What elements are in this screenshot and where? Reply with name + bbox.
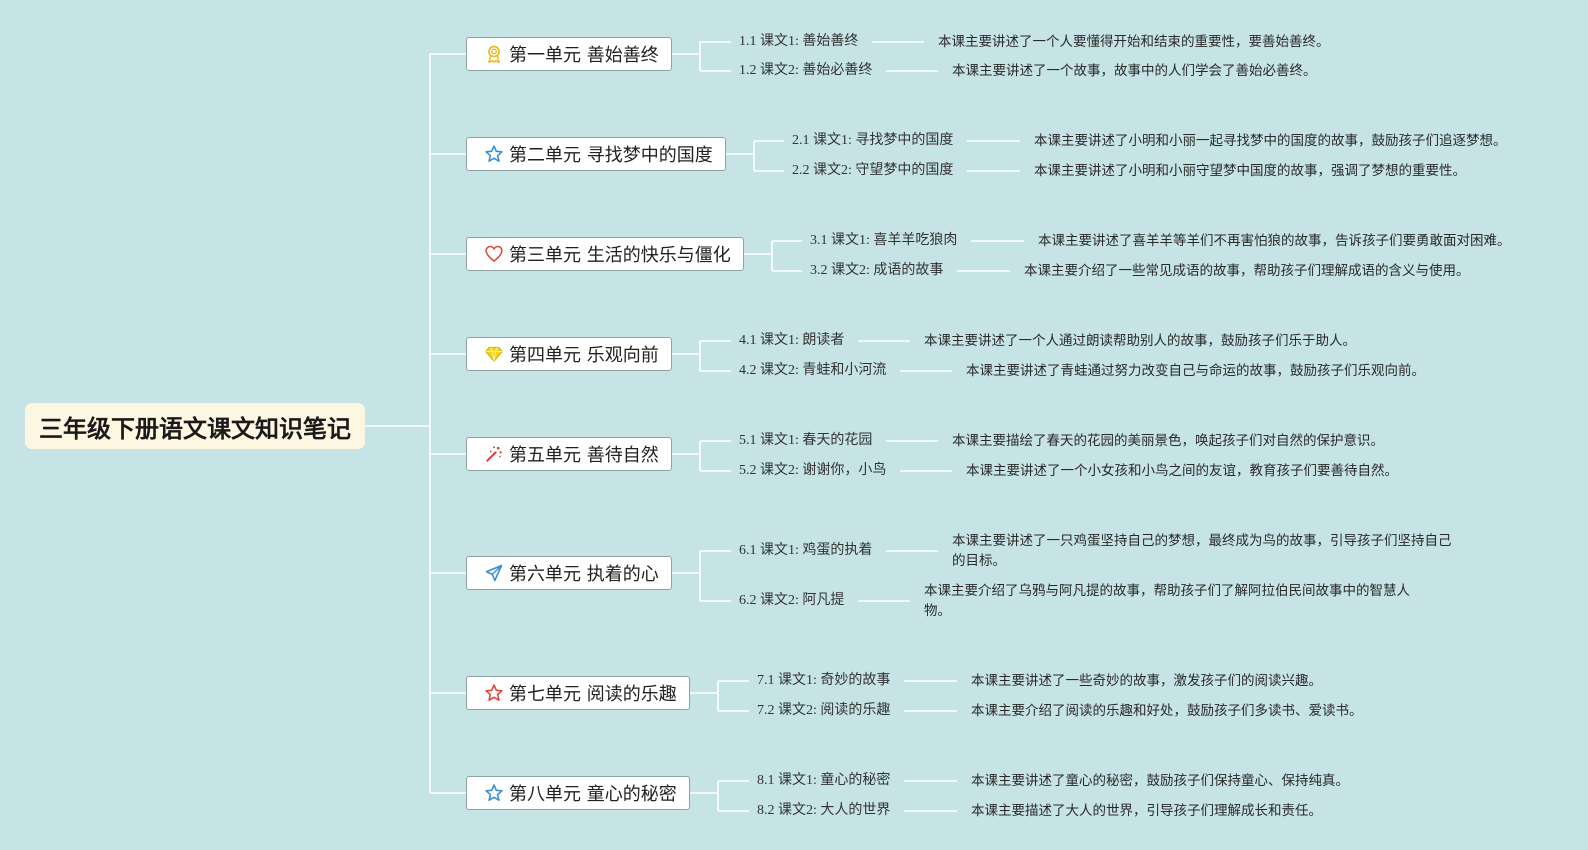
lesson-description[interactable]: 本课主要讲述了一个小女孩和小鸟之间的友谊，教育孩子们要善待自然。: [966, 463, 1398, 479]
lesson-description[interactable]: 本课主要介绍了阅读的乐趣和好处，鼓励孩子们多读书、爱读书。: [971, 703, 1363, 719]
unit-node[interactable]: 第三单元 生活的快乐与僵化: [466, 237, 744, 271]
lesson-label[interactable]: 7.1 课文1: 奇妙的故事: [757, 673, 891, 688]
unit-title: 第一单元 善始善终: [509, 45, 659, 66]
lesson-description[interactable]: 本课主要讲述了一只鸡蛋坚持自己的梦想，最终成为鸟的故事，引导孩子们坚持自己的目标…: [952, 533, 1452, 569]
lesson-label[interactable]: 5.2 课文2: 谢谢你，小鸟: [739, 463, 887, 478]
lesson-label[interactable]: 6.1 课文1: 鸡蛋的执着: [739, 543, 873, 558]
lesson-description[interactable]: 本课主要介绍了一些常见成语的故事，帮助孩子们理解成语的含义与使用。: [1024, 263, 1470, 279]
unit-node[interactable]: 第七单元 阅读的乐趣: [466, 676, 690, 710]
paper-plane-icon: [483, 562, 505, 584]
lesson-label[interactable]: 1.2 课文2: 善始必善终: [739, 63, 873, 78]
unit-title: 第四单元 乐观向前: [509, 345, 659, 366]
lesson-label[interactable]: 8.2 课文2: 大人的世界: [757, 803, 891, 818]
lesson-label[interactable]: 3.1 课文1: 喜羊羊吃狼肉: [810, 233, 958, 248]
lesson-description[interactable]: 本课主要讲述了小明和小丽守望梦中国度的故事，强调了梦想的重要性。: [1034, 163, 1466, 179]
lesson-label[interactable]: 4.1 课文1: 朗读者: [739, 333, 845, 348]
unit-node[interactable]: 第四单元 乐观向前: [466, 337, 672, 371]
lesson-description[interactable]: 本课主要讲述了青蛙通过努力改变自己与命运的故事，鼓励孩子们乐观向前。: [966, 363, 1425, 379]
unit-title: 第六单元 执着的心: [509, 564, 659, 585]
diamond-icon: [483, 343, 505, 365]
lesson-label[interactable]: 1.1 课文1: 善始善终: [739, 34, 859, 49]
lesson-label[interactable]: 6.2 课文2: 阿凡提: [739, 593, 845, 608]
lesson-description[interactable]: 本课主要讲述了小明和小丽一起寻找梦中的国度的故事，鼓励孩子们追逐梦想。: [1034, 133, 1507, 149]
unit-title: 第二单元 寻找梦中的国度: [509, 145, 713, 166]
unit-node[interactable]: 第一单元 善始善终: [466, 37, 672, 71]
star-outline-icon: [483, 143, 505, 165]
unit-title: 第七单元 阅读的乐趣: [509, 684, 677, 705]
unit-title: 第八单元 童心的秘密: [509, 784, 677, 805]
lesson-description[interactable]: 本课主要讲述了一个故事，故事中的人们学会了善始必善终。: [952, 63, 1317, 79]
unit-title: 第三单元 生活的快乐与僵化: [509, 245, 731, 266]
lesson-label[interactable]: 5.1 课文1: 春天的花园: [739, 433, 873, 448]
unit-node[interactable]: 第五单元 善待自然: [466, 437, 672, 471]
heart-outline-icon: [483, 243, 505, 265]
lesson-description[interactable]: 本课主要介绍了乌鸦与阿凡提的故事，帮助孩子们了解阿拉伯民间故事中的智慧人物。: [924, 583, 1410, 619]
star-outline-icon: [483, 782, 505, 804]
lesson-description[interactable]: 本课主要讲述了童心的秘密，鼓励孩子们保持童心、保持纯真。: [971, 773, 1349, 789]
root-topic[interactable]: 三年级下册语文课文知识笔记: [25, 403, 365, 449]
lesson-description[interactable]: 本课主要讲述了一个人要懂得开始和结束的重要性，要善始善终。: [938, 34, 1330, 50]
unit-node[interactable]: 第二单元 寻找梦中的国度: [466, 137, 726, 171]
unit-title: 第五单元 善待自然: [509, 445, 659, 466]
root-title: 三年级下册语文课文知识笔记: [39, 414, 351, 443]
lesson-label[interactable]: 4.2 课文2: 青蛙和小河流: [739, 363, 887, 378]
magic-wand-icon: [483, 443, 505, 465]
lesson-description[interactable]: 本课主要描绘了春天的花园的美丽景色，唤起孩子们对自然的保护意识。: [952, 433, 1384, 449]
lesson-label[interactable]: 2.2 课文2: 守望梦中的国度: [792, 163, 954, 178]
lesson-label[interactable]: 8.1 课文1: 童心的秘密: [757, 773, 891, 788]
lesson-description[interactable]: 本课主要描述了大人的世界，引导孩子们理解成长和责任。: [971, 803, 1322, 819]
lesson-description[interactable]: 本课主要讲述了喜羊羊等羊们不再害怕狼的故事，告诉孩子们要勇敢面对困难。: [1038, 233, 1511, 249]
unit-node[interactable]: 第八单元 童心的秘密: [466, 776, 690, 810]
lesson-label[interactable]: 3.2 课文2: 成语的故事: [810, 263, 944, 278]
lesson-label[interactable]: 7.2 课文2: 阅读的乐趣: [757, 703, 891, 718]
lesson-description[interactable]: 本课主要讲述了一个人通过朗读帮助别人的故事，鼓励孩子们乐于助人。: [924, 333, 1356, 349]
award-ribbon-icon: [483, 43, 505, 65]
star-outline-icon: [483, 682, 505, 704]
lesson-label[interactable]: 2.1 课文1: 寻找梦中的国度: [792, 133, 954, 148]
lesson-description[interactable]: 本课主要讲述了一些奇妙的故事，激发孩子们的阅读兴趣。: [971, 673, 1322, 689]
unit-node[interactable]: 第六单元 执着的心: [466, 556, 672, 590]
